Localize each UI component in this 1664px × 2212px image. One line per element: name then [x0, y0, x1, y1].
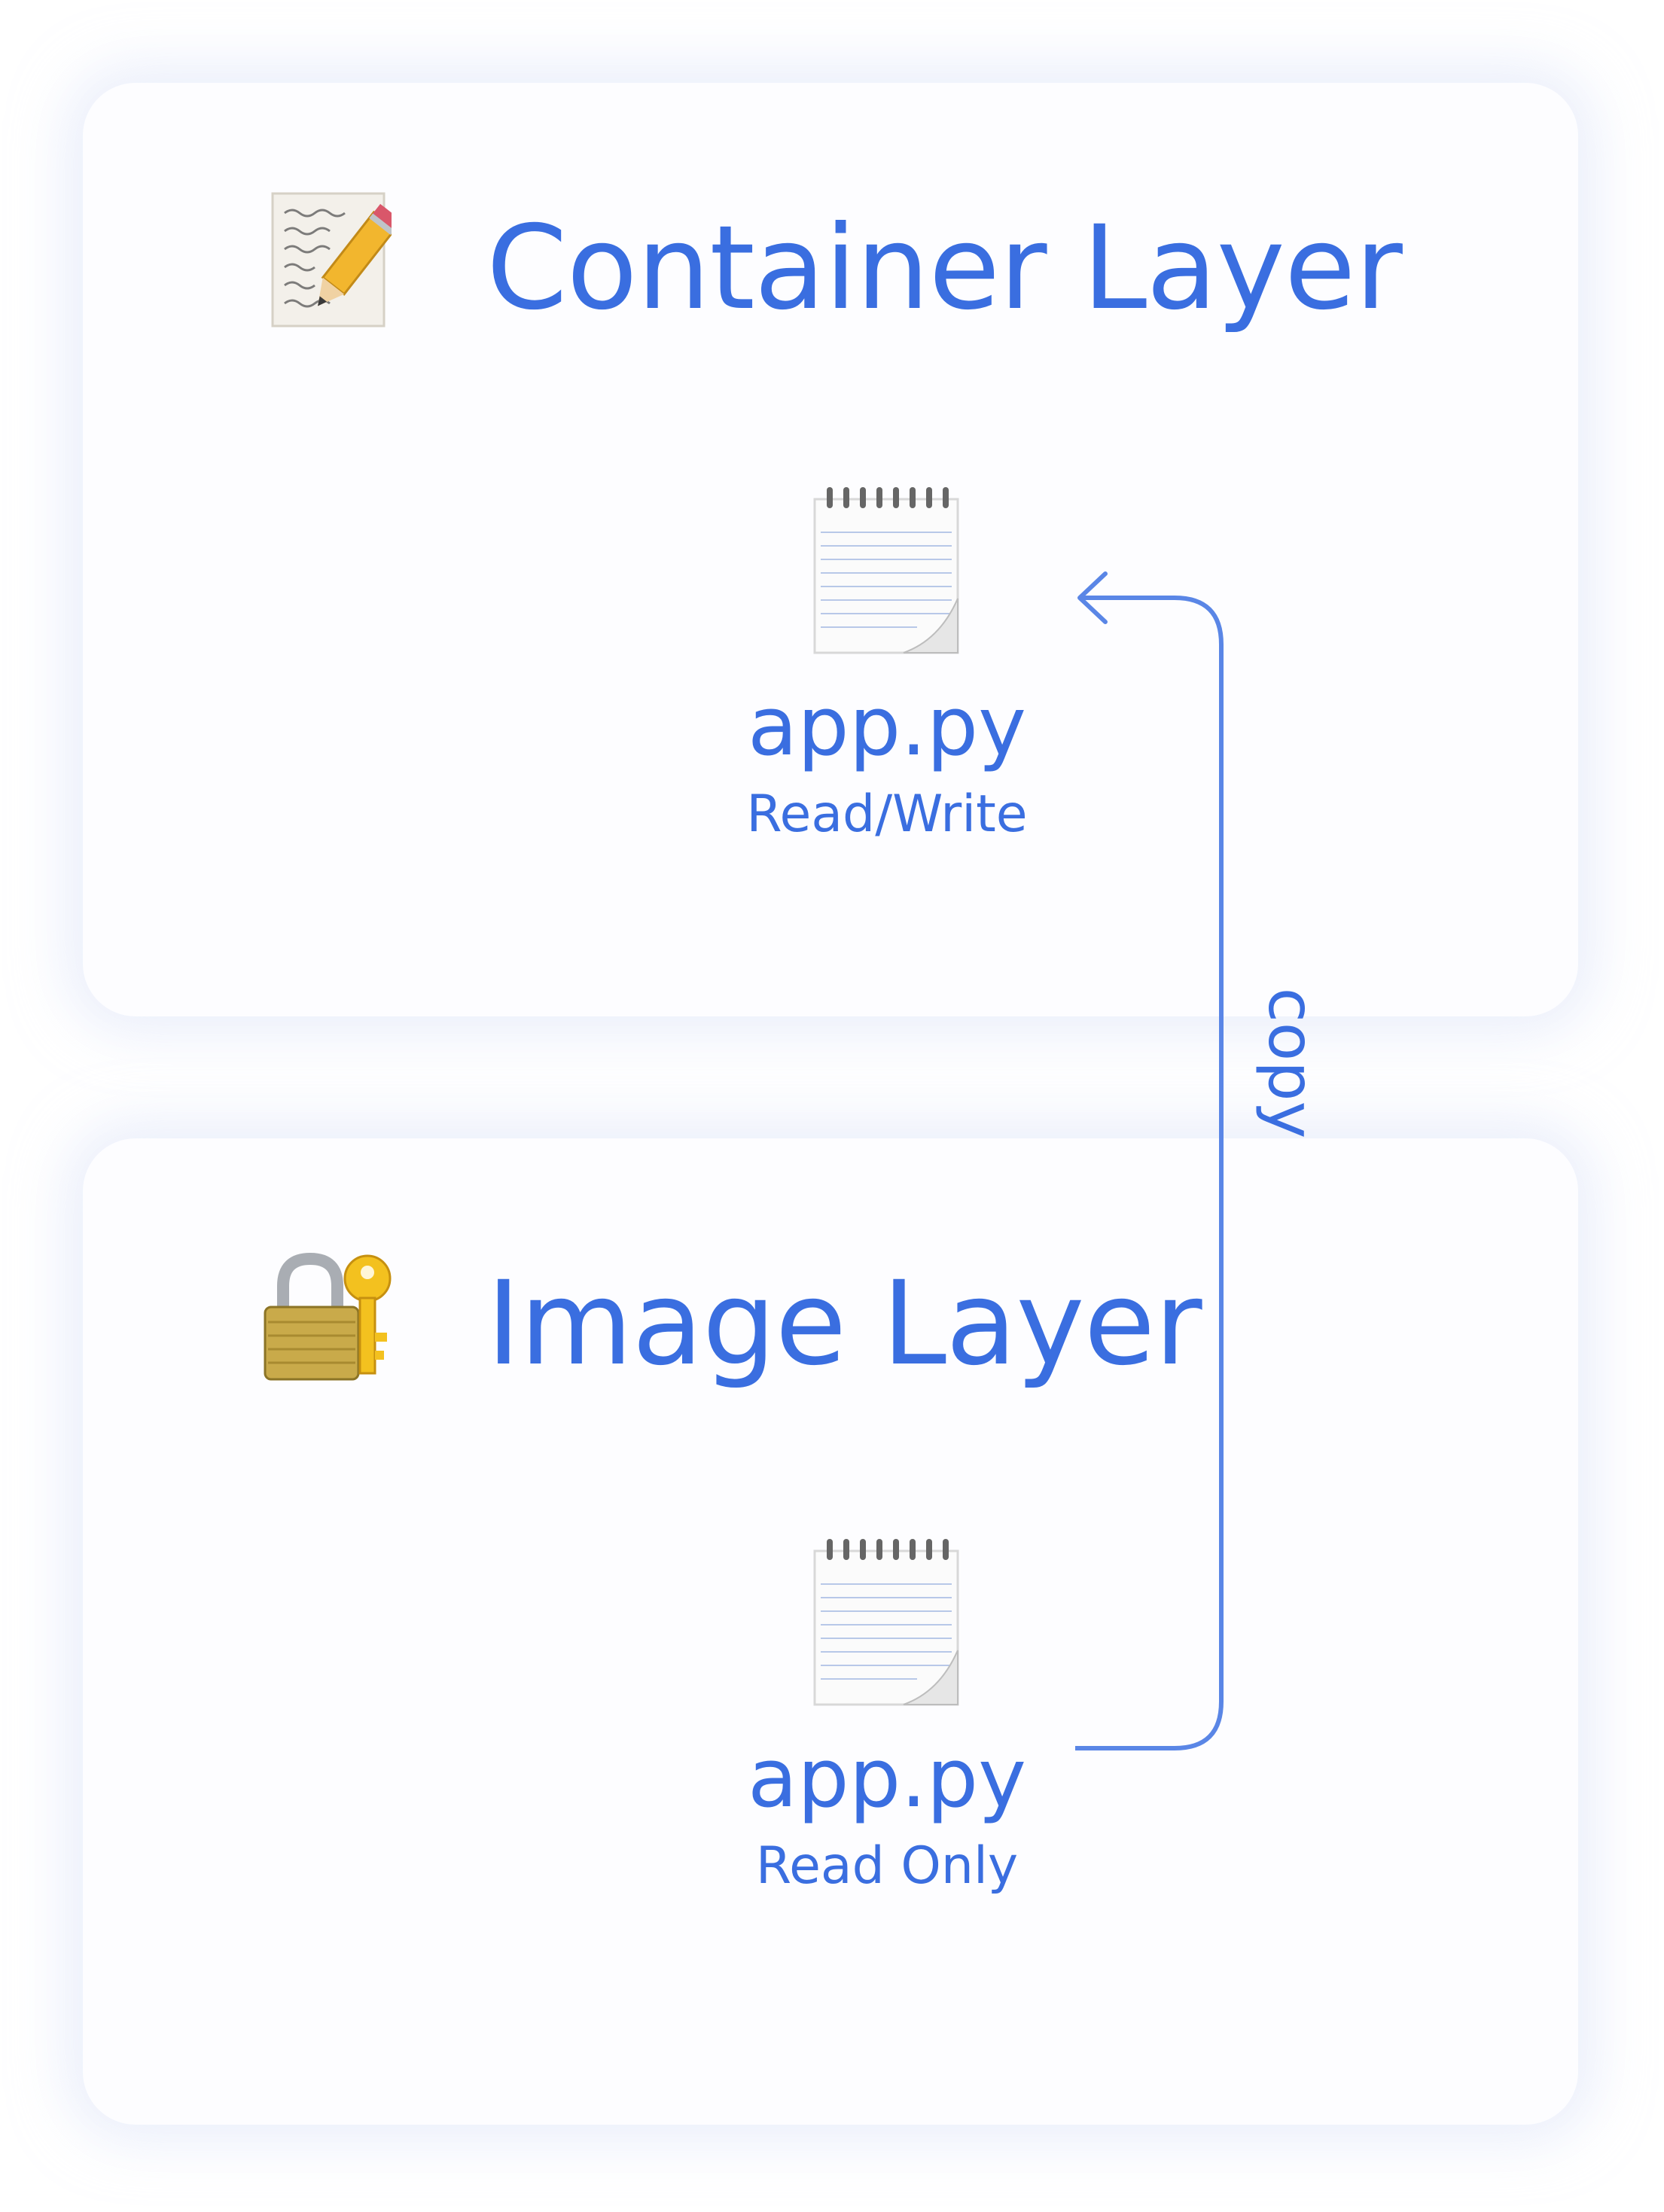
container-layer-card: Container Layer [83, 83, 1578, 1016]
copy-label: copy [1254, 987, 1328, 1139]
image-file-name: app.py [747, 1732, 1027, 1826]
memo-icon [271, 192, 392, 328]
image-layer-title: Image Layer [486, 1257, 1202, 1391]
spiral-notepad-icon [813, 1539, 959, 1706]
locked-with-key-icon [264, 1252, 392, 1381]
spiral-notepad-icon [813, 487, 959, 654]
image-file: app.py Read Only [661, 1537, 1113, 1892]
container-file-name: app.py [747, 680, 1027, 774]
container-layer-title: Container Layer [486, 201, 1403, 336]
container-file-mode: Read/Write [746, 785, 1028, 844]
container-file: app.py Read/Write [661, 486, 1113, 840]
image-file-mode: Read Only [755, 1836, 1019, 1896]
image-layer-card: Image Layer [83, 1138, 1578, 2125]
